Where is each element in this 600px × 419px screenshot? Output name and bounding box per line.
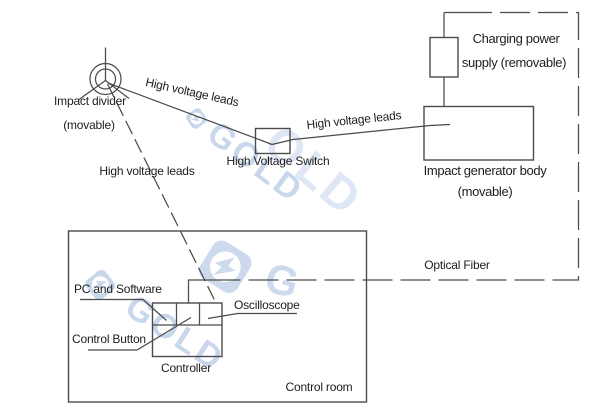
pc-software-leader-line bbox=[80, 298, 167, 321]
high-voltage-switch-label: High Voltage Switch bbox=[226, 154, 330, 168]
oscilloscope-label: Oscilloscope bbox=[234, 298, 300, 312]
control-button-label: Control Button bbox=[72, 332, 146, 346]
impact-generator-label: Impact generator body bbox=[423, 163, 547, 178]
optical-fiber-line bbox=[187, 11, 580, 303]
impact-generator-note: (movable) bbox=[457, 184, 513, 199]
pc-software-label: PC and Software bbox=[74, 282, 162, 296]
controller-label: Controller bbox=[160, 361, 212, 375]
high-voltage-switch-box bbox=[254, 127, 291, 155]
controller-box bbox=[151, 302, 223, 358]
high-voltage-lead-divider-to-switch bbox=[107, 82, 273, 146]
impact-divider-symbol bbox=[78, 47, 130, 101]
charging-power-supply-box bbox=[429, 12, 459, 107]
control-room-box bbox=[67, 230, 368, 403]
oscilloscope-leader-line bbox=[207, 312, 297, 320]
impact-divider-note: (movable) bbox=[63, 118, 115, 132]
optical-fiber-label: Optical Fiber bbox=[424, 258, 490, 272]
high-voltage-lead-switch-to-generator bbox=[271, 123, 451, 146]
impact-divider-label: Impact divider bbox=[54, 94, 126, 108]
charging-supply-label-line2: supply (removable) bbox=[461, 55, 567, 70]
control-button-leader-line bbox=[88, 316, 192, 351]
impact-generator-body-box bbox=[423, 105, 535, 161]
charging-supply-label-line1: Charging power bbox=[472, 31, 560, 46]
control-room-label: Control room bbox=[285, 380, 353, 394]
hv-leads-lower-label: High voltage leads bbox=[99, 164, 195, 178]
